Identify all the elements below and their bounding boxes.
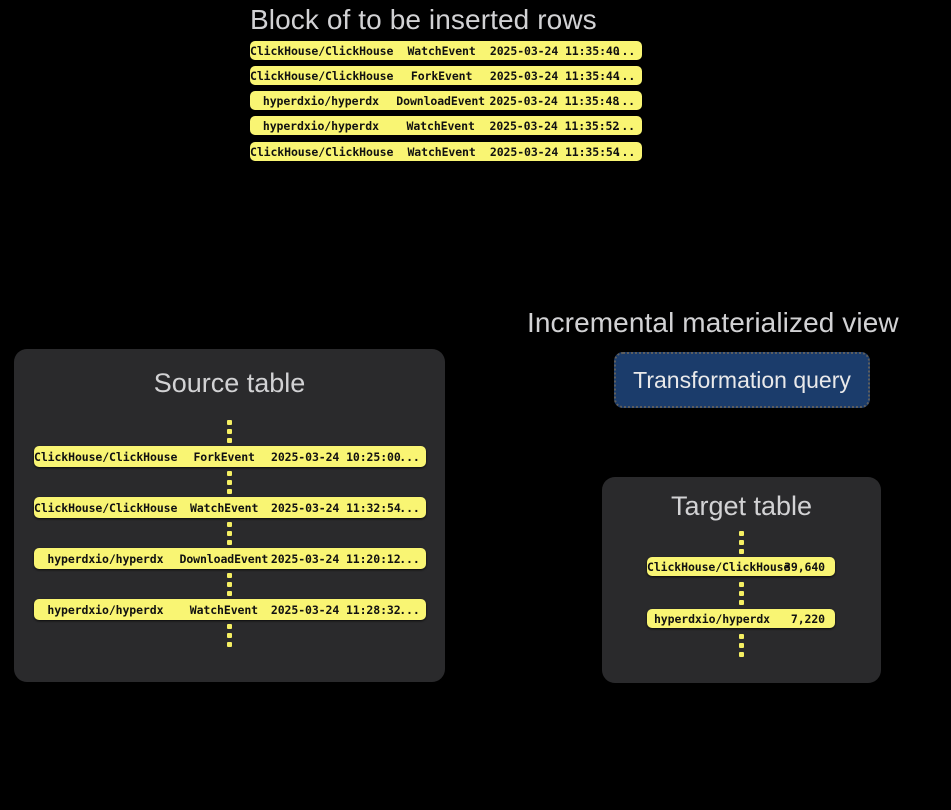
row-event: WatchEvent (407, 144, 476, 159)
row-event: DownloadEvent (396, 93, 486, 108)
row-repo: ClickHouse/ClickHouse (647, 559, 791, 574)
transformation-query-button[interactable]: Transformation query (614, 352, 870, 408)
row-timestamp: 2025-03-24 11:35:40 (489, 43, 620, 58)
row-repo: hyperdxio/hyperdx (262, 118, 379, 133)
vertical-ellipsis (739, 634, 744, 657)
source-table-title: Source table (153, 368, 306, 398)
block-row[interactable]: ClickHouse/ClickHouse WatchEvent 2025-03… (250, 142, 642, 161)
block-row[interactable]: hyperdxio/hyperdx DownloadEvent 2025-03-… (250, 91, 642, 110)
row-ellipsis: ... (614, 68, 636, 83)
row-count: 39,640 (784, 559, 825, 574)
row-event: DownloadEvent (179, 551, 269, 566)
row-repo: hyperdxio/hyperdx (262, 93, 379, 108)
transformation-query-label: Transformation query (633, 366, 851, 393)
block-row[interactable]: hyperdxio/hyperdx WatchEvent 2025-03-24 … (250, 116, 642, 135)
source-table-row[interactable]: ClickHouse/ClickHouse WatchEvent 2025-03… (34, 497, 426, 518)
row-timestamp: 2025-03-24 11:32:54 (271, 500, 401, 515)
row-timestamp: 2025-03-24 11:35:52 (489, 118, 620, 133)
row-timestamp: 2025-03-24 10:25:00 (271, 449, 401, 464)
vertical-ellipsis (227, 522, 232, 545)
row-ellipsis: ... (614, 118, 636, 133)
row-timestamp: 2025-03-24 11:28:32 (270, 602, 401, 617)
row-event: WatchEvent (406, 118, 475, 133)
row-timestamp: 2025-03-24 11:20:12 (270, 551, 401, 566)
vertical-ellipsis (227, 420, 232, 443)
row-ellipsis: ... (399, 551, 420, 566)
source-table-row[interactable]: hyperdxio/hyperdx DownloadEvent 2025-03-… (34, 548, 426, 569)
block-row[interactable]: ClickHouse/ClickHouse ForkEvent 2025-03-… (250, 66, 642, 85)
vertical-ellipsis (227, 624, 232, 647)
target-table-row[interactable]: ClickHouse/ClickHouse 39,640 (647, 557, 835, 576)
vertical-ellipsis (227, 471, 232, 494)
target-table-row[interactable]: hyperdxio/hyperdx 7,220 (647, 609, 835, 628)
row-ellipsis: ... (614, 93, 636, 108)
row-timestamp: 2025-03-24 11:35:48 (489, 93, 620, 108)
row-event: ForkEvent (193, 449, 255, 464)
vertical-ellipsis (739, 531, 744, 554)
target-table-title: Target table (670, 491, 813, 521)
row-repo: ClickHouse/ClickHouse (250, 68, 394, 83)
block-row[interactable]: ClickHouse/ClickHouse WatchEvent 2025-03… (250, 41, 642, 60)
source-table-panel: Source table ClickHouse/ClickHouse ForkE… (14, 349, 445, 682)
source-table-row[interactable]: ClickHouse/ClickHouse ForkEvent 2025-03-… (34, 446, 426, 467)
row-repo: ClickHouse/ClickHouse (34, 449, 178, 464)
source-table-row[interactable]: hyperdxio/hyperdx WatchEvent 2025-03-24 … (34, 599, 426, 620)
vertical-ellipsis (227, 573, 232, 596)
block-heading: Block of to be inserted rows (250, 4, 597, 35)
row-repo: ClickHouse/ClickHouse (34, 500, 178, 515)
row-event: ForkEvent (410, 68, 473, 83)
row-count: 7,220 (790, 611, 825, 626)
row-event: WatchEvent (190, 500, 259, 515)
row-event: WatchEvent (189, 602, 258, 617)
materialized-view-heading: Incremental materialized view (527, 307, 899, 338)
row-timestamp: 2025-03-24 11:35:44 (489, 68, 620, 83)
row-repo: hyperdxio/hyperdx (47, 551, 164, 566)
row-repo: hyperdxio/hyperdx (653, 611, 770, 626)
row-repo: ClickHouse/ClickHouse (250, 144, 394, 159)
row-ellipsis: ... (399, 449, 420, 464)
row-repo: ClickHouse/ClickHouse (250, 43, 394, 58)
vertical-ellipsis (739, 582, 744, 605)
row-repo: hyperdxio/hyperdx (47, 602, 164, 617)
row-timestamp: 2025-03-24 11:35:54 (489, 144, 620, 159)
target-table-panel: Target table ClickHouse/ClickHouse 39,64… (602, 477, 881, 683)
row-ellipsis: ... (399, 602, 420, 617)
row-event: WatchEvent (407, 43, 476, 58)
row-ellipsis: ... (399, 500, 420, 515)
row-ellipsis: ... (614, 144, 636, 159)
row-ellipsis: ... (614, 43, 636, 58)
